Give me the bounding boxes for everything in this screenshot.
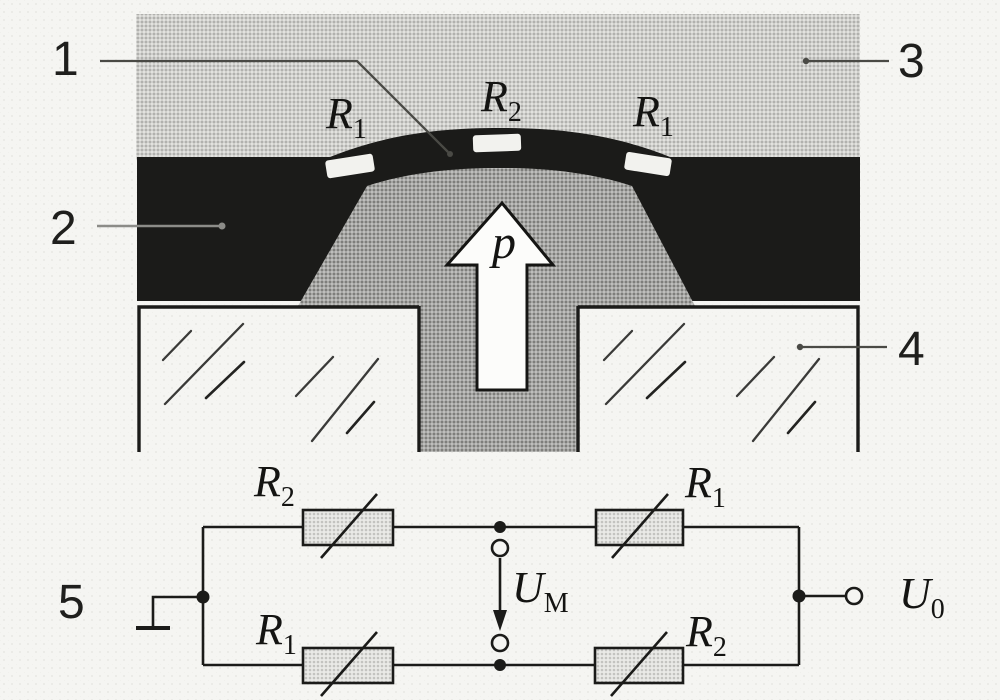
callout-1-pointer bbox=[447, 151, 453, 157]
piezoresistor-patch-right bbox=[624, 151, 672, 177]
callout-1: 1 bbox=[52, 33, 453, 157]
cs-resistor-label-left: R1 bbox=[325, 89, 367, 145]
supply-voltage-label: U0 bbox=[899, 569, 945, 625]
meter-branch: UM bbox=[490, 521, 569, 671]
resistor-bottom-right: R2 bbox=[593, 607, 727, 697]
callout-5: 5 bbox=[58, 576, 85, 629]
resistor-top-left: R2 bbox=[253, 457, 395, 559]
resistor-top-right-slash bbox=[611, 493, 669, 559]
resistor-top-right: R1 bbox=[594, 458, 726, 559]
substrate-borders bbox=[137, 305, 860, 452]
callout-1-leader bbox=[100, 59, 449, 153]
node-bottom-center bbox=[494, 659, 506, 671]
cs-resistor-label-right: R1 bbox=[632, 87, 674, 143]
callout-2-pointer bbox=[218, 222, 226, 230]
resistor-top-left-slash bbox=[320, 493, 378, 559]
callout-4-pointer bbox=[796, 343, 804, 351]
callout-2-label: 2 bbox=[50, 202, 77, 255]
resistor-bottom-right-slash bbox=[610, 631, 668, 697]
node-right bbox=[792, 589, 806, 603]
ground-symbol bbox=[136, 595, 203, 630]
callout-4: 4 bbox=[796, 323, 925, 376]
callout-3-pointer bbox=[802, 57, 810, 65]
bridge-circuit: R2 R1 R1 R2 UM bbox=[136, 457, 945, 697]
callout-3-label: 3 bbox=[898, 35, 925, 88]
substrate-right-hatching bbox=[602, 322, 821, 443]
node-top-center bbox=[494, 521, 506, 533]
callouts: 1 2 3 4 5 bbox=[50, 33, 925, 629]
callout-3: 3 bbox=[802, 35, 925, 88]
meter-arrowhead bbox=[493, 610, 507, 631]
callout-2: 2 bbox=[50, 202, 226, 255]
resistor-top-right-label: R1 bbox=[684, 458, 726, 514]
resistor-bottom-right-label: R2 bbox=[685, 607, 727, 663]
substrate-left-border bbox=[137, 305, 419, 452]
piezoresistor-patch-center bbox=[472, 133, 522, 153]
callout-5-label: 5 bbox=[58, 576, 85, 629]
terminal-meter-bottom bbox=[490, 633, 510, 653]
supply-branch: U0 bbox=[196, 569, 945, 625]
sensor-cross-section: p R1 R2 R1 bbox=[136, 14, 860, 452]
resistor-top-left-label: R2 bbox=[253, 457, 295, 513]
resistor-bottom-left-slash bbox=[320, 631, 378, 697]
terminal-supply bbox=[844, 586, 864, 606]
terminal-meter-top bbox=[490, 538, 510, 558]
pressure-label: p bbox=[489, 216, 516, 269]
piezoresistor-patch-left bbox=[325, 153, 375, 179]
node-left bbox=[196, 590, 210, 604]
substrate-left-hatching bbox=[161, 322, 380, 443]
resistor-bottom-left-label: R1 bbox=[255, 605, 297, 661]
pressure-arrow bbox=[443, 200, 557, 392]
meter-voltage-label: UM bbox=[512, 563, 569, 619]
substrate-right-border bbox=[578, 305, 860, 452]
ground-lead bbox=[151, 595, 203, 627]
piezoresistor-patches bbox=[325, 133, 672, 179]
cs-resistor-label-center: R2 bbox=[480, 72, 522, 128]
callout-4-label: 4 bbox=[898, 323, 925, 376]
callout-1-label: 1 bbox=[52, 33, 79, 86]
resistor-bottom-left: R1 bbox=[255, 605, 395, 697]
